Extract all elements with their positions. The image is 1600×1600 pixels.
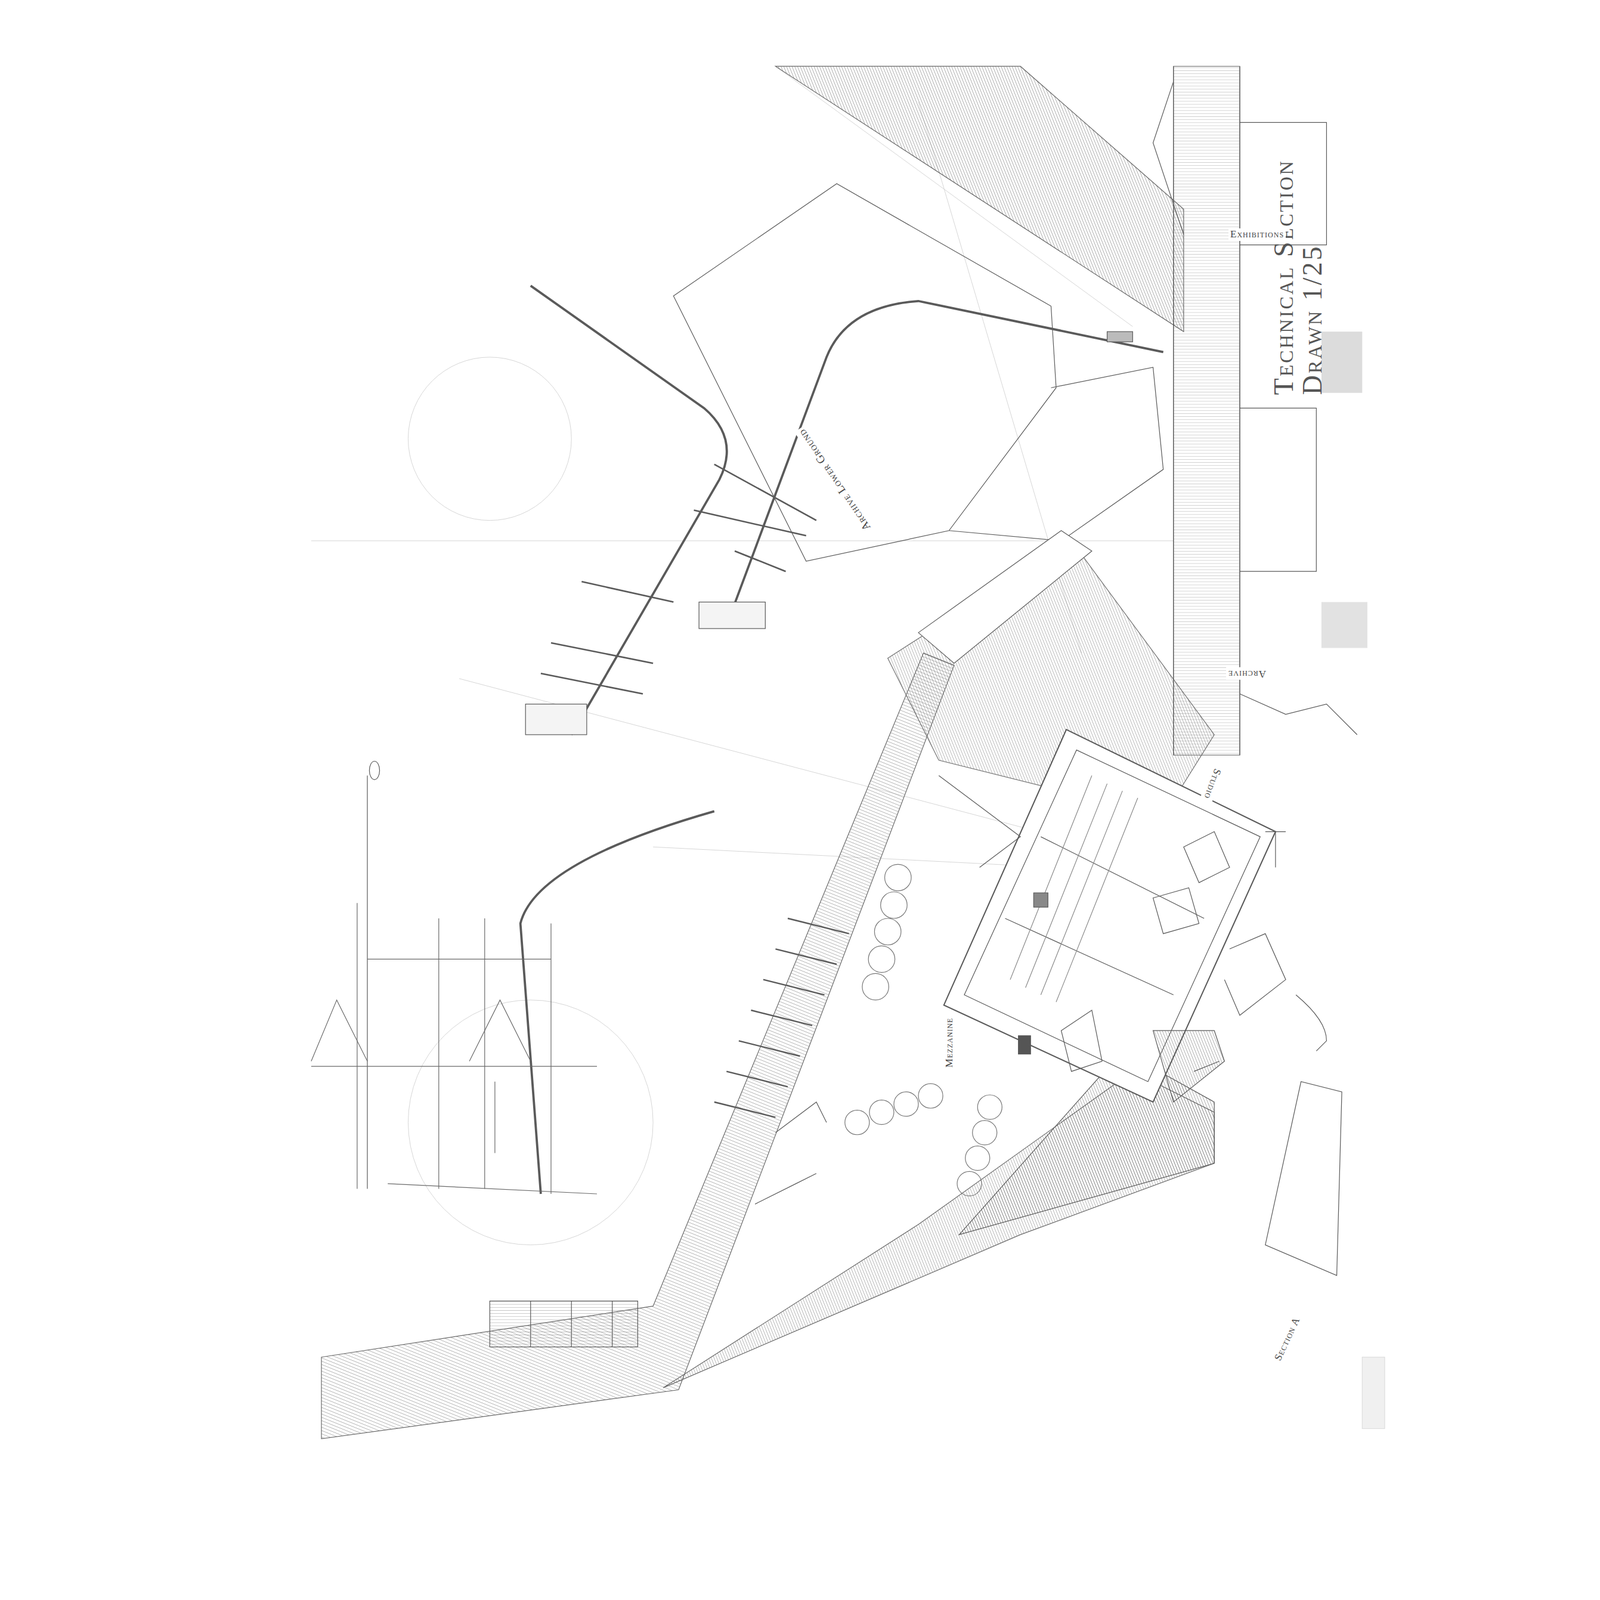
room-label: Exhibitions [1228, 228, 1286, 241]
room-label: Archive [1226, 667, 1268, 680]
room-label: Section A [1271, 1313, 1304, 1364]
sheet-title: Technical Section Drawn 1/25 [1269, 115, 1327, 396]
room-label: Mezzanine [944, 1016, 957, 1070]
room-label: Studio [1200, 765, 1225, 803]
room-label: Archive Lower Ground [794, 424, 875, 535]
